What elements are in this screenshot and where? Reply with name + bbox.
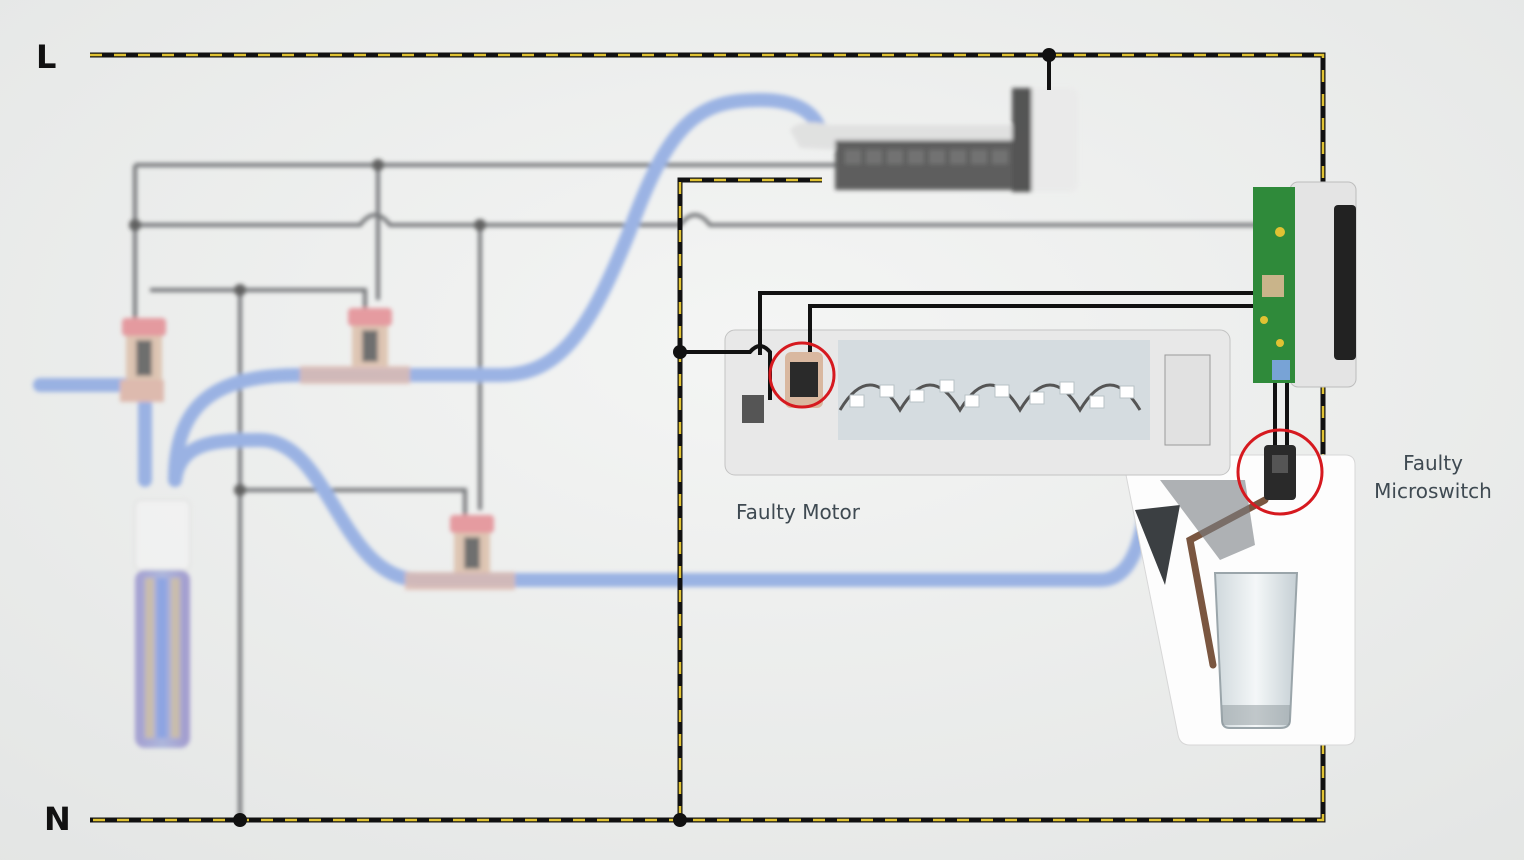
faulty-motor-label: Faulty Motor [736, 500, 860, 524]
ice-maker [790, 88, 1078, 192]
dispenser [1124, 454, 1356, 746]
water-valve-3 [405, 515, 515, 590]
faulty-microswitch-label: Faulty Microswitch [1362, 449, 1504, 505]
motor-fault-circle [768, 341, 836, 409]
microswitch [1264, 445, 1296, 500]
water-valve-2 [300, 308, 410, 384]
water-valve-1 [120, 318, 166, 402]
neutral-rail-label: N [44, 800, 71, 838]
control-board [1253, 181, 1357, 388]
faulty-microswitch-label-line1: Faulty [1403, 451, 1463, 475]
auger-assembly [724, 329, 1231, 476]
water-filter [134, 499, 191, 748]
auger-motor [785, 352, 823, 408]
live-rail-label: L [36, 38, 57, 76]
switch-fault-circle [1236, 428, 1324, 516]
live-circuit [90, 48, 1326, 827]
faulty-microswitch-label-line2: Microswitch [1374, 479, 1492, 503]
glass-icon [1213, 572, 1299, 729]
